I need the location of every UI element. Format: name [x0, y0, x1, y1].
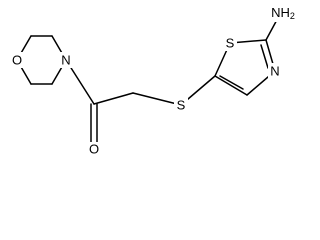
morpholine-ring — [16, 35, 67, 85]
bond-c2-n3-double — [260, 44, 269, 69]
thiazole-ring — [214, 15, 280, 96]
atom-carbonyl-oxygen: O — [87, 142, 101, 157]
atom-thiazole-sulfur: S — [223, 35, 237, 51]
amine-subscript: 2 — [290, 11, 295, 21]
atom-amine: NH2 — [266, 4, 296, 22]
bond-c4-c5 — [214, 75, 248, 96]
linker-chain — [65, 59, 216, 145]
amine-label: NH2 — [271, 5, 295, 22]
atom-morpholine-oxygen: O — [10, 52, 24, 68]
thioether-sulfur-label: S — [177, 98, 186, 113]
morpholine-nitrogen-label: N — [61, 53, 70, 68]
thiazole-sulfur-label: S — [226, 36, 235, 51]
carbonyl-oxygen-label: O — [89, 142, 99, 157]
atom-labels: O N O S S N NH2 — [10, 4, 296, 157]
atom-thiazole-nitrogen: N — [268, 63, 282, 79]
amine-main-label: NH — [271, 5, 290, 20]
bond-carbonyl-ch2 — [93, 92, 134, 105]
bond-c4-c5-double — [219, 75, 244, 90]
thiazole-nitrogen-label: N — [270, 64, 279, 79]
morpholine-oxygen-label: O — [12, 53, 22, 68]
atom-thioether-sulfur: S — [174, 97, 188, 113]
atom-morpholine-nitrogen: N — [59, 52, 73, 68]
bond-ch2-s — [132, 92, 182, 106]
molecule-diagram: O N O S S N NH2 — [10, 4, 296, 157]
